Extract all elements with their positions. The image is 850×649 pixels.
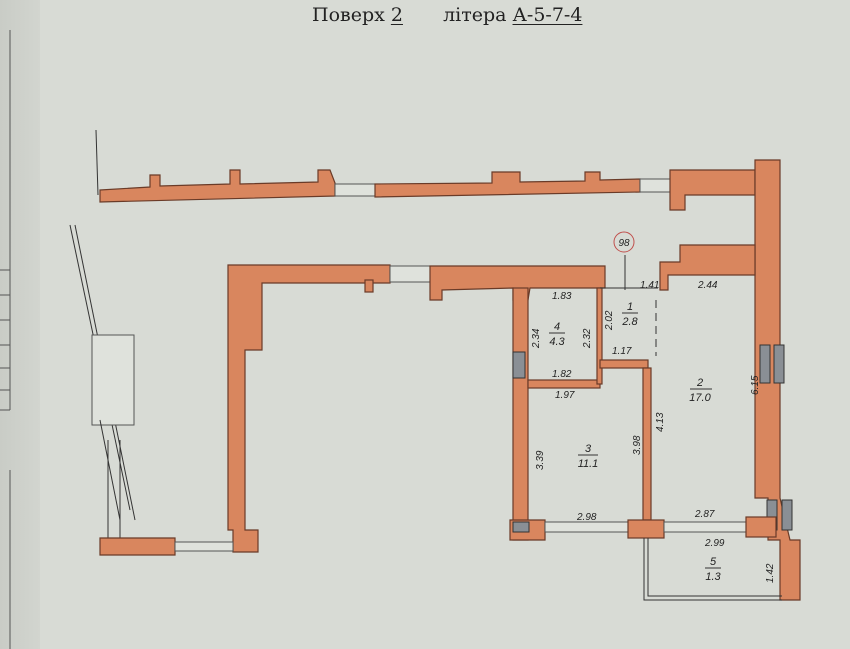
svg-text:2.02: 2.02 xyxy=(604,310,615,331)
letter-label: літера xyxy=(443,4,507,26)
adjacent-page-table xyxy=(0,30,11,649)
svg-text:4: 4 xyxy=(554,321,560,333)
floor-label: Поверх xyxy=(312,4,385,26)
plan-title: Поверх 2 літера А-5-7-4 xyxy=(312,4,582,26)
svg-text:2: 2 xyxy=(696,377,703,389)
room-5: 5 1.3 xyxy=(705,556,722,583)
svg-text:2.87: 2.87 xyxy=(694,509,715,520)
adjacent-page-edge xyxy=(0,0,40,649)
room-4: 4 4.3 xyxy=(549,321,566,348)
room-1: 1 2.8 xyxy=(621,301,638,328)
svg-text:1.41: 1.41 xyxy=(640,280,659,291)
svg-text:2.8: 2.8 xyxy=(621,316,638,328)
svg-text:2.44: 2.44 xyxy=(697,280,718,291)
svg-text:4.13: 4.13 xyxy=(655,412,666,432)
svg-text:3.98: 3.98 xyxy=(632,435,643,455)
dimension-labels: 1.41 2.02 1.17 2.44 6.15 4.13 2.87 1.97 … xyxy=(531,280,776,583)
svg-text:3.39: 3.39 xyxy=(535,450,546,470)
svg-text:2.34: 2.34 xyxy=(531,328,542,349)
interior-walls xyxy=(509,255,782,601)
svg-text:1.83: 1.83 xyxy=(552,291,572,302)
floor-value: 2 xyxy=(390,4,403,26)
letter-value: А-5-7-4 xyxy=(512,4,583,26)
svg-text:2.98: 2.98 xyxy=(576,512,597,523)
svg-text:5: 5 xyxy=(710,556,717,568)
svg-text:1: 1 xyxy=(627,301,633,313)
svg-text:2.99: 2.99 xyxy=(704,538,725,549)
svg-text:4.3: 4.3 xyxy=(549,336,565,348)
svg-text:1.42: 1.42 xyxy=(765,563,776,583)
svg-text:1.3: 1.3 xyxy=(705,571,721,583)
svg-text:17.0: 17.0 xyxy=(689,392,711,404)
svg-text:1.97: 1.97 xyxy=(555,390,575,401)
exterior-walls xyxy=(99,159,801,601)
svg-text:98: 98 xyxy=(618,238,630,249)
staircase-lines xyxy=(69,129,136,538)
svg-text:1.17: 1.17 xyxy=(612,346,632,357)
svg-text:11.1: 11.1 xyxy=(578,458,599,470)
svg-text:2.32: 2.32 xyxy=(582,328,593,349)
svg-text:6.15: 6.15 xyxy=(750,375,761,395)
room-2: 2 17.0 xyxy=(689,377,712,404)
svg-text:3: 3 xyxy=(585,443,592,455)
svg-text:1.82: 1.82 xyxy=(552,369,572,380)
marker-98: 98 xyxy=(613,231,635,253)
room-3: 3 11.1 xyxy=(578,443,599,470)
